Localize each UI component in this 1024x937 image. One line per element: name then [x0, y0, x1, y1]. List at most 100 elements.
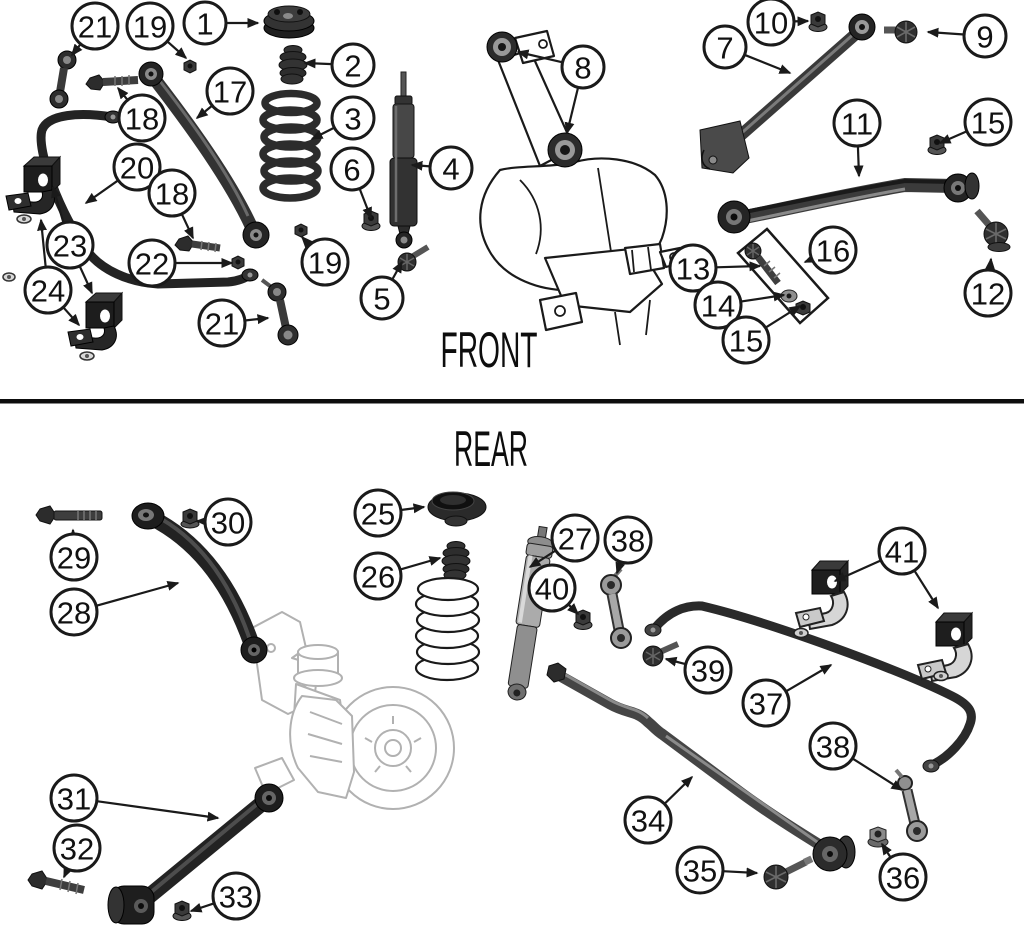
rear-lower-control-arm-31 [107, 783, 284, 925]
callout-number: 35 [683, 854, 717, 889]
callout-number: 29 [57, 541, 91, 576]
rear-coil-spring [414, 576, 481, 682]
callout-26: 26 [353, 551, 442, 601]
callout-arrow [189, 902, 215, 913]
callout-arrow [51, 185, 65, 224]
callout-40: 40 [527, 563, 580, 616]
callout-circle [832, 98, 882, 148]
knuckle-stud-lines [614, 299, 651, 346]
hex-bolt-32 [27, 870, 85, 895]
callout-arrow [62, 306, 80, 327]
rear-section-label: REAR [454, 421, 528, 477]
callout-27: 27 [528, 513, 600, 568]
hex-bolt-13 [744, 242, 781, 286]
tab-hole [554, 305, 566, 317]
callout-circle [962, 13, 1008, 59]
callout-number: 21 [205, 307, 239, 342]
callout-number: 5 [373, 282, 390, 317]
callout-arrow [853, 145, 864, 178]
callout-31: 31 [49, 773, 220, 823]
callout-circle [70, 1, 120, 51]
callout-circle [808, 721, 858, 771]
sway-bar-link-21-lower [260, 278, 299, 346]
callout-circle [205, 66, 255, 116]
callout-20: 20 [84, 142, 162, 204]
callout-number: 19 [133, 10, 167, 45]
callout-1: 1 [182, 0, 260, 46]
hex-bolt-9 [884, 20, 918, 44]
callout-number: 38 [816, 730, 850, 765]
callout-arrow [358, 188, 373, 220]
callout-circle [45, 220, 95, 270]
callout-circle [117, 93, 167, 143]
callout-number: 24 [31, 274, 65, 309]
callout-number: 17 [213, 75, 247, 110]
callout-number: 18 [125, 102, 159, 137]
callout-14: 14 [693, 280, 786, 330]
callout-number: 22 [135, 247, 169, 282]
callout-18: 18 [117, 86, 167, 143]
flange-nut-40 [573, 609, 593, 630]
callout-arrow [84, 179, 119, 204]
callout-circle [127, 238, 177, 288]
callout-number: 36 [886, 861, 920, 896]
callout-circle [125, 1, 175, 51]
tie-rod-nut [623, 242, 666, 276]
callout-number: 7 [716, 31, 733, 66]
washer-hole [7, 275, 11, 279]
callout-number: 19 [308, 246, 342, 281]
flange-nut-33 [172, 900, 192, 921]
nut-facets [631, 246, 652, 273]
flange-nut-30 [180, 508, 200, 529]
callout-17: 17 [195, 66, 255, 119]
callout-16: 16 [803, 225, 858, 275]
track-bar-nut [546, 662, 567, 683]
callout-21: 21 [197, 298, 270, 348]
callout-circle [702, 24, 748, 70]
callout-23: 23 [45, 185, 95, 295]
callout-arrow [516, 49, 563, 64]
callout-number: 14 [701, 289, 735, 324]
front-upper-control-arm-7 [699, 13, 876, 174]
callout-arrow [117, 86, 129, 101]
callout-28: 28 [49, 581, 180, 637]
callout-number: 8 [574, 51, 591, 86]
callout-circle [203, 497, 253, 547]
flange-nut-36 [867, 826, 889, 848]
callout-arrow [764, 305, 802, 329]
callout-number: 10 [754, 6, 788, 41]
callout-arrow [528, 549, 557, 568]
callout-number: 37 [749, 687, 783, 722]
callout-circle [603, 515, 653, 565]
nut-22 [231, 255, 245, 270]
callout-number: 38 [611, 524, 645, 559]
callout-circle [746, 0, 796, 47]
hex-bolt-18-upper [85, 74, 139, 91]
callout-10: 10 [746, 0, 810, 47]
sway-bar-bushing-bracket-lower [67, 291, 124, 361]
spring-isolator-1 [263, 5, 315, 39]
callout-circle [877, 526, 927, 576]
callout-arrow [166, 40, 188, 59]
callout-24: 24 [23, 218, 80, 327]
callout-arrow [71, 43, 83, 57]
hex-bolt-39 [642, 641, 680, 667]
callout-number: 12 [971, 277, 1005, 312]
callout-circle [211, 871, 261, 921]
callout-37: 37 [741, 664, 833, 728]
callout-arrow [664, 656, 687, 667]
callout-arrow [410, 160, 431, 171]
spring-seat-25 [427, 491, 487, 527]
callout-21: 21 [70, 1, 120, 57]
callout-35: 35 [675, 845, 759, 895]
callout-7: 7 [702, 24, 792, 75]
front-lower-control-arm-11 [717, 172, 980, 234]
front-rear-divider [0, 399, 1024, 404]
callout-number: 32 [60, 832, 94, 867]
callout-number: 23 [53, 229, 87, 264]
callout-arrow [881, 842, 892, 859]
callout-number: 25 [361, 497, 395, 532]
callout-number: 40 [535, 572, 569, 607]
